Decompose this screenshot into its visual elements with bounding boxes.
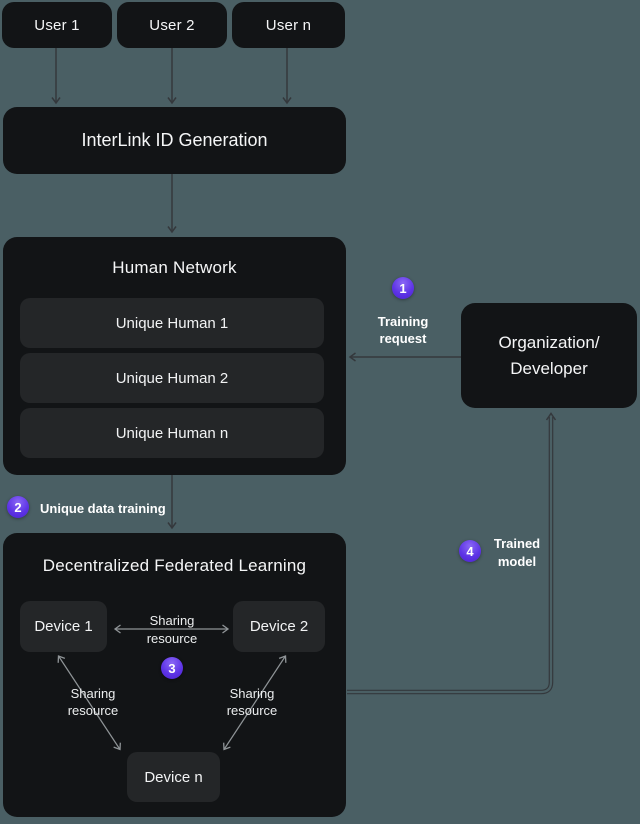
device-n-label: Device n xyxy=(144,768,203,786)
training-request-line1: Training xyxy=(377,314,429,329)
dfl-title: Decentralized Federated Learning xyxy=(42,556,307,575)
sharing-label-line1: Sharing xyxy=(229,686,275,701)
node-user-n: User n xyxy=(232,2,345,48)
node-user-2-label: User 2 xyxy=(149,16,195,34)
unique-human-n-label: Unique Human n xyxy=(115,424,229,442)
device-1-label: Device 1 xyxy=(34,618,93,635)
device-2-label: Device 2 xyxy=(249,618,309,635)
node-unique-human-1: Unique Human 1 xyxy=(20,298,324,348)
trained-model-line2: model xyxy=(497,554,537,569)
arrow-trained-model-head xyxy=(545,412,557,421)
organization-title-line2: Developer xyxy=(510,358,588,378)
trained-model-label: Trained model xyxy=(480,535,554,571)
node-user-2: User 2 xyxy=(117,2,227,48)
node-device-1: Device 1 xyxy=(20,601,107,652)
training-request-line2: request xyxy=(379,331,427,346)
step-1-badge: 1 xyxy=(392,277,414,299)
step-2-badge: 2 xyxy=(7,496,29,518)
sharing-label-line2: resource xyxy=(146,630,198,646)
node-organization-developer: Organization/ Developer xyxy=(461,303,637,408)
step-3-number: 3 xyxy=(168,660,176,676)
sharing-label-line1: Sharing xyxy=(70,686,116,701)
step-4-number: 4 xyxy=(466,543,474,559)
node-user-n-label: User n xyxy=(265,16,312,34)
sharing-label-horizontal: Sharing resource xyxy=(121,612,223,647)
node-device-2: Device 2 xyxy=(233,601,325,652)
unique-human-1-label: Unique Human 1 xyxy=(115,314,229,332)
training-request-label: Training request xyxy=(353,313,453,347)
node-unique-human-n: Unique Human n xyxy=(20,408,324,458)
node-user-1: User 1 xyxy=(2,2,112,48)
human-network-title: Human Network xyxy=(112,258,237,277)
sharing-label-line2: resource xyxy=(67,703,119,718)
node-user-1-label: User 1 xyxy=(34,16,80,34)
node-unique-human-2: Unique Human 2 xyxy=(20,353,324,403)
unique-data-training-text: Unique data training xyxy=(40,501,166,516)
node-human-network: Human Network Unique Human 1 Unique Huma… xyxy=(3,237,346,475)
sharing-label-line2: resource xyxy=(226,703,278,718)
step-2-number: 2 xyxy=(14,499,22,515)
node-device-n: Device n xyxy=(127,752,220,802)
sharing-label-line1: Sharing xyxy=(149,613,195,628)
step-1-number: 1 xyxy=(399,280,407,296)
node-interlink-id-generation: InterLink ID Generation xyxy=(3,107,346,174)
sharing-label-right: Sharing resource xyxy=(202,685,302,719)
organization-title-line1: Organization/ xyxy=(498,332,600,352)
unique-human-2-label: Unique Human 2 xyxy=(115,369,229,387)
step-3-badge: 3 xyxy=(161,657,183,679)
node-decentralized-federated-learning: Decentralized Federated Learning Device … xyxy=(3,533,346,817)
step-4-badge: 4 xyxy=(459,540,481,562)
trained-model-line1: Trained xyxy=(493,536,541,551)
sharing-label-left: Sharing resource xyxy=(43,685,143,719)
interlink-title: InterLink ID Generation xyxy=(81,130,268,150)
unique-data-training-label: Unique data training xyxy=(40,500,166,517)
